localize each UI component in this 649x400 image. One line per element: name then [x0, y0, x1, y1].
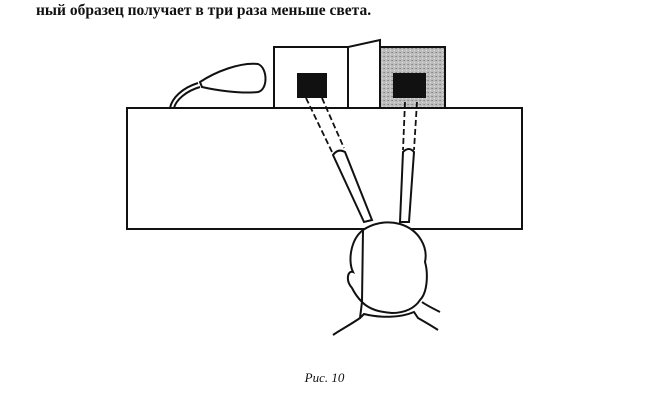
right-photometer-window — [393, 73, 426, 98]
observer-head-icon — [332, 221, 441, 336]
figure-caption: Рис. 10 — [304, 370, 345, 385]
sight-lines — [305, 97, 418, 153]
left-photometer-window — [297, 73, 327, 98]
lamp-icon — [169, 62, 267, 109]
table-panel — [126, 107, 523, 230]
viewing-tubes — [331, 148, 416, 224]
body-text-line: ный образец получает в три раза меньше с… — [36, 2, 372, 19]
